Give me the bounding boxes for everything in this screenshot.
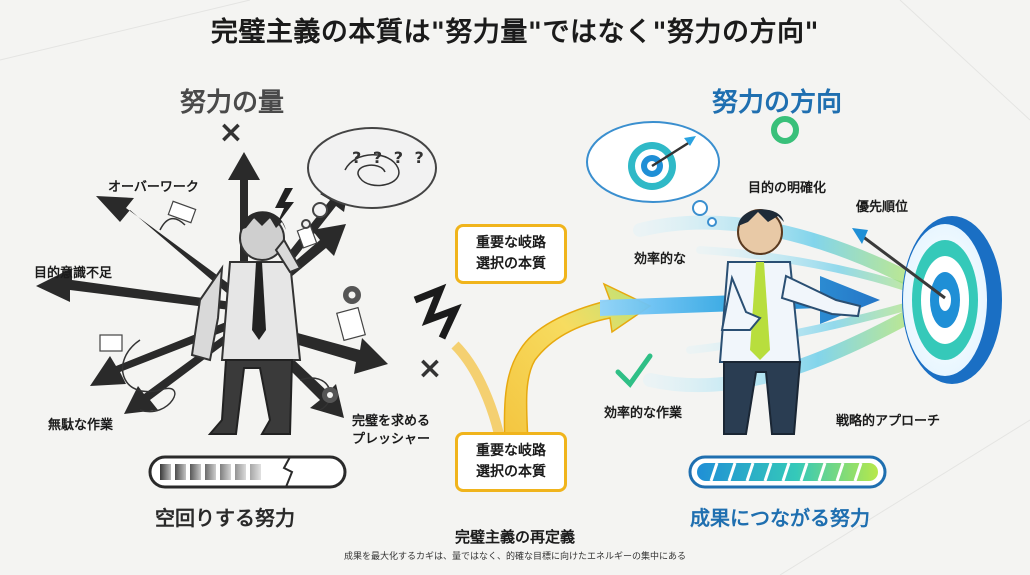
right-bar-caption: 成果につながる努力 xyxy=(690,506,870,530)
left-heading: 努力の量 xyxy=(180,88,285,118)
label-priority: 優先順位 xyxy=(856,200,909,215)
arrow-upleft xyxy=(96,196,240,300)
label-lack-purpose: 目的意識不足 xyxy=(34,266,113,281)
arrow-left xyxy=(36,268,232,310)
center-cross-mark: × xyxy=(417,351,442,386)
goal-target xyxy=(902,216,1002,384)
callout-bottom: 重要な岐路 選択の本質 xyxy=(455,432,567,492)
break-lightning-icon xyxy=(413,283,462,340)
label-efficient: 効率的な xyxy=(634,252,687,267)
label-pressure-line2: プレッシャー xyxy=(352,432,431,447)
gear-icons xyxy=(322,286,361,403)
lightning-icon xyxy=(275,188,294,226)
label-efficient-work: 効率的な作業 xyxy=(604,406,683,421)
label-overwork: オーバーワーク xyxy=(108,180,199,195)
arrow-in-target xyxy=(852,228,946,300)
page-title: 完璧主義の本質は"努力量"ではなく"努力の方向" xyxy=(210,17,820,48)
label-pressure-line1: 完璧を求める xyxy=(352,414,431,429)
left-cross-mark: × xyxy=(218,115,243,150)
confusion-thought-bubble xyxy=(301,127,437,229)
check-icon xyxy=(615,353,653,388)
callout-bottom-line1: 重要な岐路 xyxy=(476,443,546,459)
label-strategic: 戦略的アプローチ xyxy=(836,414,941,429)
thought-question-marks: ? ? ? ? xyxy=(352,148,427,167)
empty-effort-bar xyxy=(148,455,347,489)
callout-top: 重要な岐路 選択の本質 xyxy=(455,224,567,284)
stressed-man xyxy=(190,211,302,435)
right-heading: 努力の方向 xyxy=(712,88,843,118)
callout-top-line2: 選択の本質 xyxy=(476,256,546,272)
effective-effort-bar xyxy=(688,455,887,489)
label-clarify: 目的の明確化 xyxy=(748,181,827,196)
right-circle-mark xyxy=(771,116,799,144)
callout-top-line1: 重要な岐路 xyxy=(476,235,546,251)
left-bar-caption: 空回りする努力 xyxy=(155,506,295,530)
confident-man xyxy=(718,209,862,435)
footer-title: 完璧主義の再定義 xyxy=(454,528,575,546)
footer-subtitle: 成果を最大化するカギは、量ではなく、的確な目標に向けたエネルギーの集中にある xyxy=(343,552,686,562)
callout-bottom-line2: 選択の本質 xyxy=(476,464,546,480)
label-wasted-work: 無駄な作業 xyxy=(48,418,114,433)
target-thought-bubble xyxy=(586,121,720,227)
